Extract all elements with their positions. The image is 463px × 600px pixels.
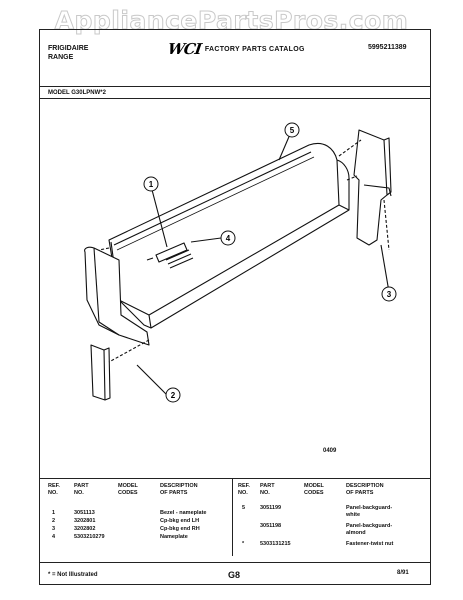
header-description: DESCRIPTION OF PARTS [160,483,198,496]
not-illustrated-note: * = Not Illustrated [48,572,98,578]
callout-label-1: 1 [149,180,154,189]
backguard-panel [108,142,340,316]
table-column-divider [232,478,233,556]
header-ref-right: REF. NO. [238,483,250,496]
parts-diagram: 1 2 3 4 5 [84,122,397,403]
callout-3 [381,286,397,302]
header-part-right: PART NO. [260,483,275,496]
header-model-right: MODEL CODES [304,483,324,496]
product-type: RANGE [48,54,74,61]
header-description-right: DESCRIPTION OF PARTS [346,483,384,496]
table-top-divider [39,478,431,479]
callout-label-4: 4 [226,234,231,243]
revision-date: 8/91 [397,570,409,576]
header-part: PART NO. [74,483,89,496]
diagram-code: 0409 [323,448,337,454]
callout-2 [165,387,181,403]
model-divider [39,98,431,99]
callout-label-5: 5 [290,126,295,135]
header-model: MODEL CODES [118,483,138,496]
callout-4 [220,230,236,246]
nameplate [155,242,188,263]
header-ref: REF. NO. [48,483,60,496]
watermark: AppliancePartsPros.com [54,6,409,36]
model-number: MODEL G30LPNW*2 [48,90,106,96]
brand-name: FRIGIDAIRE [48,45,89,52]
wci-logo: WCI [166,40,203,58]
brand-block: FRIGIDAIRE RANGE [48,44,88,62]
callout-5 [284,122,300,138]
end-cap-right [353,129,388,246]
catalog-title: FACTORY PARTS CATALOG [204,45,305,53]
page-frame [39,29,431,585]
callout-label-3: 3 [387,290,392,299]
header-divider [39,86,431,87]
page-number: G8 [228,570,241,580]
callout-label-2: 2 [171,391,176,400]
table-bottom-divider [39,562,431,563]
catalog-header: WCI FACTORY PARTS CATALOG [166,40,305,58]
catalog-number: 5995211389 [368,44,407,51]
callout-1 [143,176,159,192]
